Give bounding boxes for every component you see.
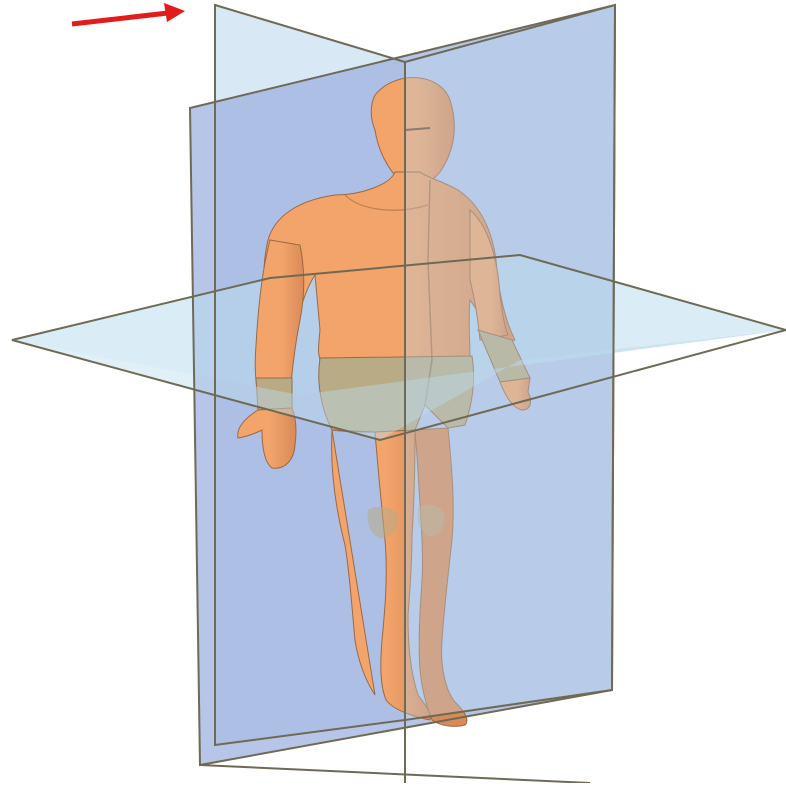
sagittal-plane-front (405, 5, 615, 720)
pointer-arrow-icon (72, 3, 185, 24)
coronal-bottom-edge (200, 765, 590, 783)
